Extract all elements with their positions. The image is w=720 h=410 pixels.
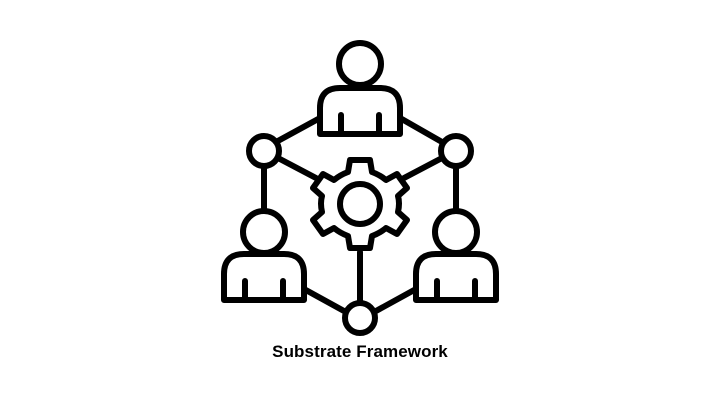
node-right [438,133,474,169]
gear-icon [310,157,410,251]
person-top-icon [317,40,403,137]
network-nodes [246,133,474,336]
person-left-icon [221,208,307,303]
person-right-icon [413,208,499,303]
diagram-caption: Substrate Framework [272,342,448,361]
node-bottom [342,300,378,336]
network-links [261,115,459,314]
node-left [246,133,282,169]
